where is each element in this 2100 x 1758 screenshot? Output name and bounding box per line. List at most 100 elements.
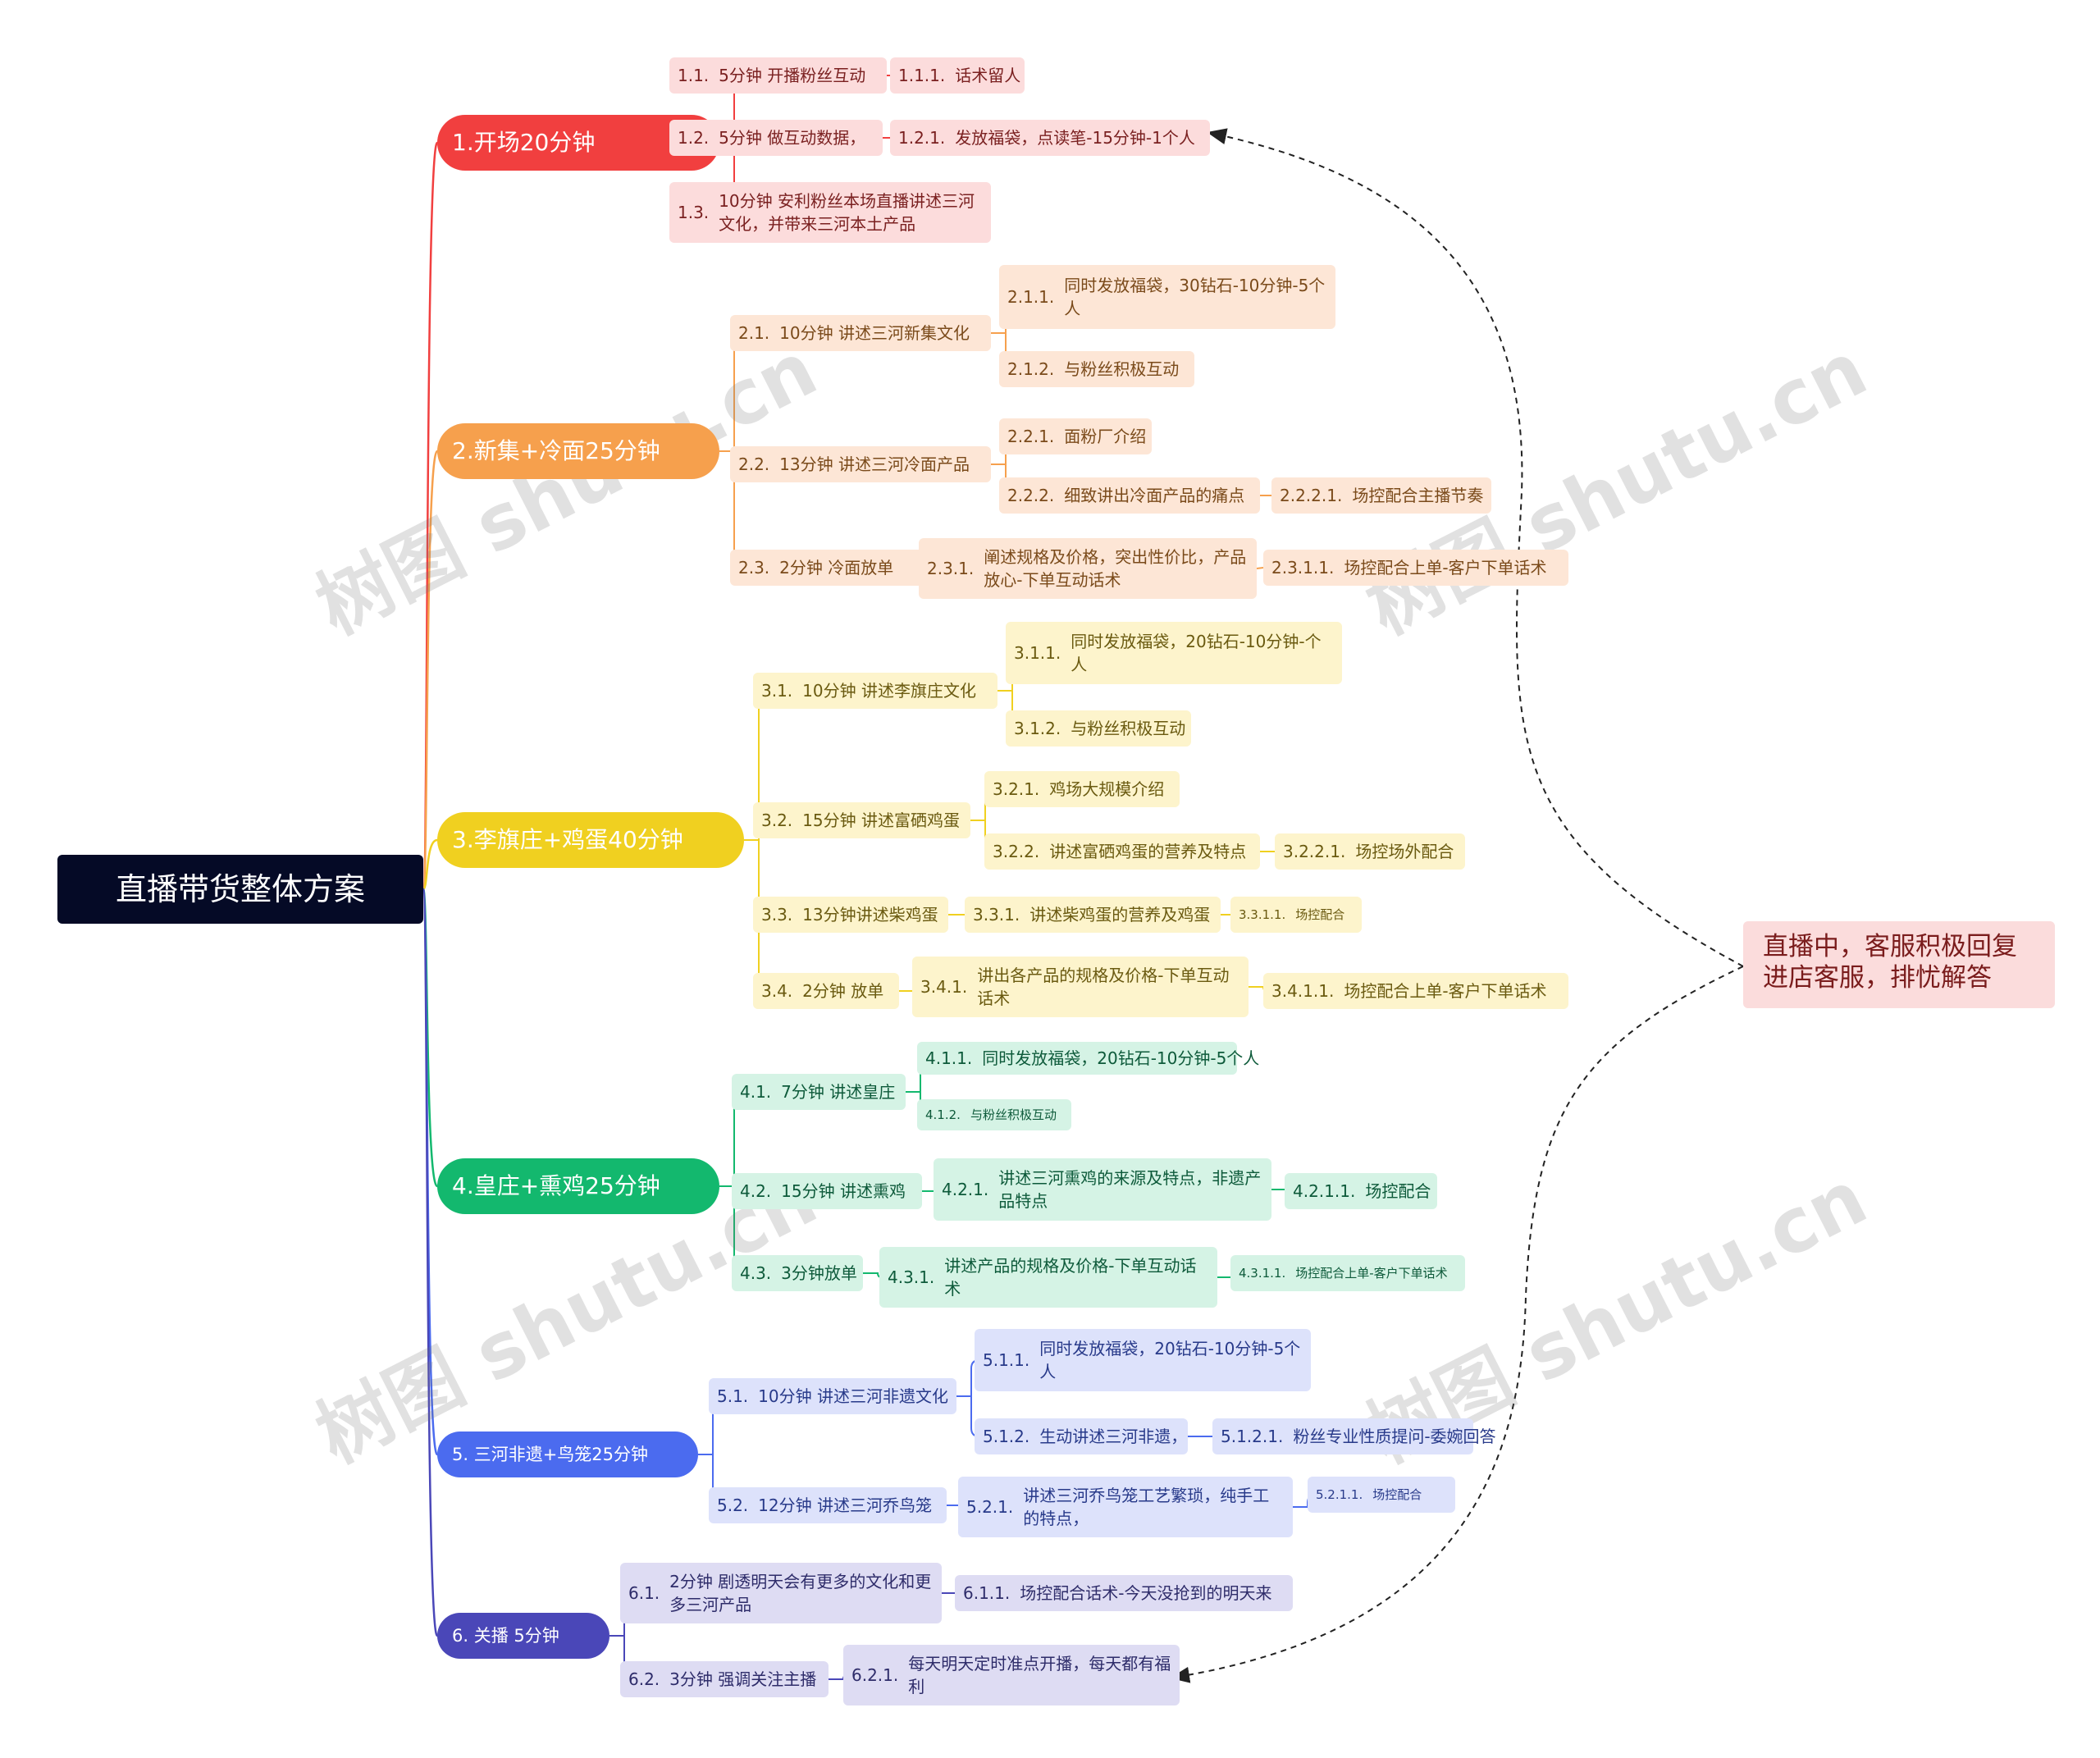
topic-node-1-1[interactable]: 1.1.5分钟 开播粉丝互动	[669, 57, 887, 94]
node-label: 10分钟 安利粉丝本场直播讲述三河文化，并带来三河本土产品	[719, 191, 975, 234]
node-label: 鸡场大规模介绍	[1049, 779, 1165, 799]
node-label: 粉丝专业性质提问-委婉回答	[1293, 1427, 1496, 1446]
subtopic-node-3-3-1[interactable]: 3.3.1.讲述柴鸡蛋的营养及鸡蛋	[965, 897, 1221, 933]
node-label: 2分钟 冷面放单	[779, 558, 894, 578]
detail-node-5-1-2-1[interactable]: 5.1.2.1. 粉丝专业性质提问-委婉回答	[1212, 1418, 1496, 1454]
subtopic-node-3-2-2[interactable]: 3.2.2.讲述富硒鸡蛋的营养及特点	[984, 833, 1260, 870]
topic-node-3-2[interactable]: 3.2.15分钟 讲述富硒鸡蛋	[753, 802, 970, 838]
node-number: 4.2.	[740, 1181, 772, 1201]
node-label: 3分钟放单	[781, 1263, 857, 1283]
node-label: 13分钟讲述柴鸡蛋	[802, 905, 938, 925]
subtopic-node-5-2-1[interactable]: 5.2.1. 讲述三河乔鸟笼工艺繁琐，纯手工的特点，	[958, 1477, 1293, 1537]
topic-node-5-2[interactable]: 5.2.12分钟 讲述三河乔鸟笼	[709, 1487, 947, 1523]
side-note[interactable]: 直播中，客服积极回复进店客服，排忧解答	[1743, 921, 2055, 1008]
subtopic-node-2-1-1[interactable]: 2.1.1.同时发放福袋，30钻石-10分钟-5个人	[999, 265, 1335, 329]
node-label: 每天明天定时准点开播，每天都有福利	[908, 1654, 1171, 1696]
node-label: 10分钟 讲述三河新集文化	[779, 323, 970, 343]
topic-node-6-1[interactable]: 6.1.2分钟 剧透明天会有更多的文化和更多三河产品	[620, 1563, 942, 1623]
subtopic-node-3-4-1[interactable]: 3.4.1.讲出各产品的规格及价格-下单互动话术	[912, 957, 1249, 1017]
node-label: 场控场外配合	[1355, 842, 1454, 861]
detail-node-4-2-1-1[interactable]: 4.2.1.1.场控配合	[1285, 1173, 1437, 1209]
connector	[422, 838, 438, 891]
topic-node-5-1[interactable]: 5.1. 10分钟 讲述三河非遗文化	[709, 1378, 956, 1414]
detail-node-3-3-1-1[interactable]: 3.3.1.1.场控配合	[1230, 897, 1362, 933]
subtopic-node-4-3-1[interactable]: 4.3.1.讲述产品的规格及价格-下单互动话术	[879, 1247, 1217, 1308]
node-label: 15分钟 讲述熏鸡	[781, 1181, 906, 1201]
branch-node-4[interactable]: 4.皇庄+熏鸡25分钟	[437, 1158, 719, 1214]
node-number: 4.3.1.	[888, 1267, 935, 1287]
node-label: 阐述规格及价格，突出性价比，产品放心-下单互动话术	[984, 547, 1247, 590]
node-number: 1.3.	[678, 203, 710, 222]
node-label: 15分钟 讲述富硒鸡蛋	[802, 811, 960, 830]
node-number: 2.2.2.	[1007, 486, 1055, 505]
topic-node-3-1[interactable]: 3.1.10分钟 讲述李旗庄文化	[753, 673, 998, 709]
subtopic-node-3-1-1[interactable]: 3.1.1.同时发放福袋，20钻石-10分钟-个人	[1006, 622, 1342, 684]
subtopic-node-1-2-1[interactable]: 1.2.1.发放福袋，点读笔-15分钟-1个人	[890, 120, 1210, 156]
detail-node-2-3-1-1[interactable]: 2.3.1.1.场控配合上单-客户下单话术	[1263, 550, 1568, 586]
branch-node-5[interactable]: 5. 三河非遗+鸟笼25分钟	[437, 1432, 698, 1477]
node-label: 讲述富硒鸡蛋的营养及特点	[1049, 842, 1247, 861]
detail-node-4-3-1-1[interactable]: 4.3.1.1.场控配合上单-客户下单话术	[1230, 1255, 1465, 1291]
subtopic-node-1-1-1[interactable]: 1.1.1.话术留人	[890, 57, 1025, 94]
node-label: 场控配合	[1295, 907, 1345, 922]
topic-node-1-2[interactable]: 1.2.5分钟 做互动数据，	[669, 120, 883, 156]
node-label: 3.李旗庄+鸡蛋40分钟	[452, 826, 683, 853]
node-label: 5. 三河非遗+鸟笼25分钟	[452, 1445, 649, 1464]
node-number: 4.1.	[740, 1082, 772, 1102]
topic-node-1-3[interactable]: 1.3. 10分钟 安利粉丝本场直播讲述三河文化，并带来三河本土产品	[669, 182, 991, 243]
subtopic-node-6-2-1[interactable]: 6.2.1.每天明天定时准点开播，每天都有福利	[843, 1645, 1180, 1705]
node-label: 6. 关播 5分钟	[452, 1626, 559, 1646]
topic-node-2-1[interactable]: 2.1.10分钟 讲述三河新集文化	[730, 315, 991, 351]
subtopic-node-6-1-1[interactable]: 6.1.1.场控配合话术-今天没抢到的明天来	[955, 1575, 1293, 1611]
node-number: 2.2.2.1.	[1280, 486, 1343, 505]
subtopic-node-5-1-2[interactable]: 5.1.2.生动讲述三河非遗，	[975, 1418, 1188, 1454]
node-label: 10分钟 讲述三河非遗文化	[758, 1386, 948, 1406]
branch-node-3[interactable]: 3.李旗庄+鸡蛋40分钟	[437, 812, 744, 868]
subtopic-node-2-1-2[interactable]: 2.1.2.与粉丝积极互动	[999, 351, 1194, 387]
topic-node-3-3[interactable]: 3.3. 13分钟讲述柴鸡蛋	[753, 897, 948, 933]
node-label: 7分钟 讲述皇庄	[781, 1082, 896, 1102]
node-number: 1.1.	[678, 66, 710, 85]
topic-node-4-3[interactable]: 4.3.3分钟放单	[732, 1255, 863, 1291]
branch-node-6[interactable]: 6. 关播 5分钟	[437, 1613, 609, 1659]
subtopic-node-4-1-1[interactable]: 4.1.1.同时发放福袋，20钻石-10分钟-5个人	[917, 1042, 1259, 1075]
node-number: 4.2.1.1.	[1293, 1181, 1356, 1201]
subtopic-node-2-2-1[interactable]: 2.2.1.面粉厂介绍	[999, 418, 1152, 454]
root-node[interactable]: 直播带货整体方案	[57, 855, 423, 924]
node-label: 同时发放福袋，20钻石-10分钟-个人	[1071, 632, 1322, 674]
subtopic-node-4-2-1[interactable]: 4.2.1.讲述三河熏鸡的来源及特点，非遗产品特点	[934, 1158, 1271, 1221]
topic-node-4-2[interactable]: 4.2. 15分钟 讲述熏鸡	[732, 1173, 922, 1209]
detail-node-5-2-1-1[interactable]: 5.2.1.1.场控配合	[1308, 1477, 1455, 1513]
subtopic-node-2-3-1[interactable]: 2.3.1. 阐述规格及价格，突出性价比，产品放心-下单互动话术	[919, 538, 1257, 599]
subtopic-node-5-1-1[interactable]: 5.1.1.同时发放福袋，20钻石-10分钟-5个人	[975, 1329, 1311, 1391]
node-label: 细致讲出冷面产品的痛点	[1064, 486, 1245, 505]
detail-node-2-2-2-1[interactable]: 2.2.2.1.场控配合主播节奏	[1271, 477, 1491, 514]
topic-node-4-1[interactable]: 4.1. 7分钟 讲述皇庄	[732, 1074, 906, 1110]
node-label: 生动讲述三河非遗，	[1039, 1427, 1188, 1446]
detail-node-3-4-1-1[interactable]: 3.4.1.1.场控配合上单-客户下单话术	[1263, 973, 1568, 1009]
node-label: 场控配合上单-客户下单话术	[1295, 1266, 1448, 1281]
node-number: 3.3.	[761, 905, 793, 925]
node-number: 5.2.1.	[966, 1497, 1014, 1517]
relation-line-top	[1207, 128, 1744, 967]
node-label: 讲述柴鸡蛋的营养及鸡蛋	[1029, 905, 1211, 925]
topic-node-3-4[interactable]: 3.4.2分钟 放单	[753, 973, 899, 1009]
node-number: 2.3.1.	[927, 559, 975, 578]
node-label: 3分钟 强调关注主播	[669, 1669, 817, 1689]
topic-node-2-3[interactable]: 2.3.2分钟 冷面放单	[730, 550, 934, 586]
subtopic-node-4-1-2[interactable]: 4.1.2.与粉丝积极互动	[917, 1099, 1071, 1130]
node-number: 2.1.1.	[1007, 287, 1055, 307]
node-label: 场控配合上单-客户下单话术	[1344, 981, 1547, 1001]
subtopic-node-3-2-1[interactable]: 3.2.1.鸡场大规模介绍	[984, 771, 1180, 807]
node-number: 5.1.	[717, 1386, 749, 1406]
detail-node-3-2-2-1[interactable]: 3.2.2.1.场控场外配合	[1275, 833, 1465, 870]
topic-node-6-2[interactable]: 6.2.3分钟 强调关注主播	[620, 1661, 829, 1697]
node-number: 5.1.2.1.	[1221, 1427, 1284, 1446]
node-label: 讲述三河乔鸟笼工艺繁琐，纯手工的特点，	[1023, 1486, 1270, 1528]
topic-node-2-2[interactable]: 2.2.13分钟 讲述三河冷面产品	[730, 446, 991, 482]
subtopic-node-3-1-2[interactable]: 3.1.2.与粉丝积极互动	[1006, 710, 1191, 747]
branch-node-2[interactable]: 2.新集+冷面25分钟	[437, 423, 719, 479]
side-note-text: 直播中，客服积极回复进店客服，排忧解答	[1763, 932, 2017, 993]
node-number: 2.2.	[738, 454, 770, 474]
subtopic-node-2-2-2[interactable]: 2.2.2. 细致讲出冷面产品的痛点	[999, 477, 1260, 514]
